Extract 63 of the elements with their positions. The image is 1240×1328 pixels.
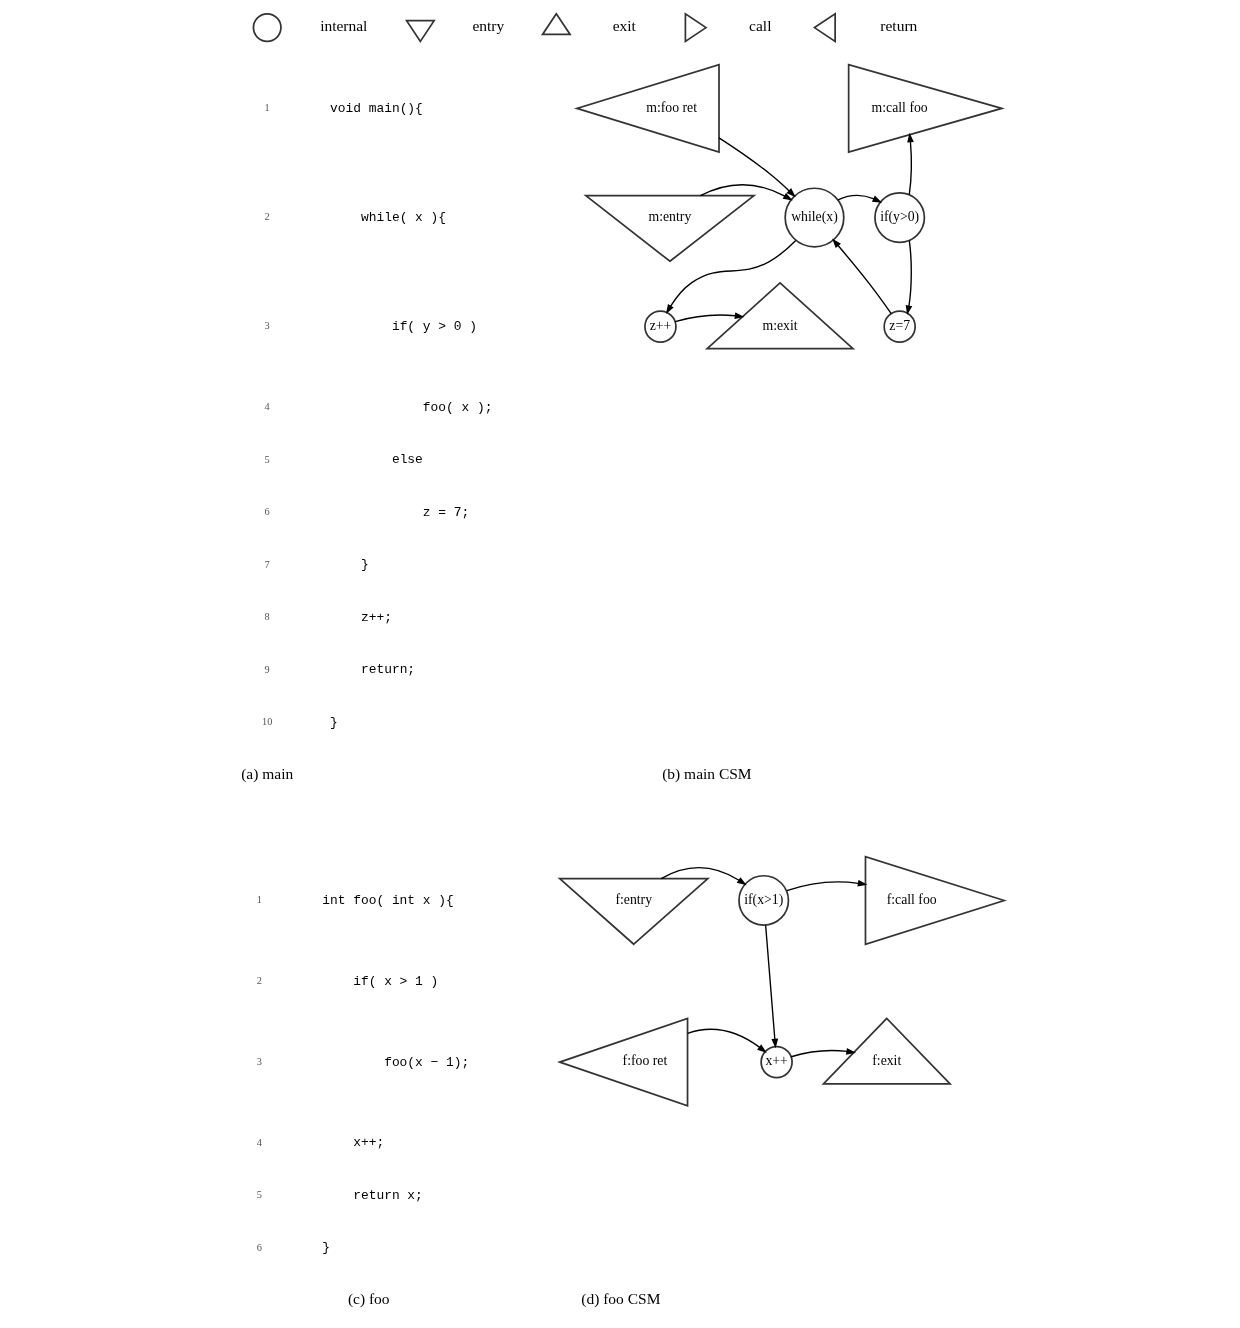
arrow: [686, 1028, 767, 1053]
label: foo(x − 1);: [384, 1054, 470, 1070]
label: (c) foo: [347, 1290, 390, 1308]
label: }: [330, 714, 338, 730]
label: 9: [264, 663, 270, 675]
label: x++;: [353, 1135, 385, 1151]
legend-label: entry: [472, 17, 505, 35]
label: 5: [264, 453, 270, 465]
node-triangle: [812, 12, 836, 43]
label: return;: [360, 662, 416, 678]
arrow: [786, 879, 868, 892]
label: if( y > 0 ): [391, 319, 477, 335]
arrow: [832, 238, 892, 315]
node-triangle: [540, 12, 572, 36]
label: 10: [262, 716, 273, 728]
label: }: [322, 1240, 331, 1256]
arrow: [907, 132, 914, 195]
node-circle: x++: [760, 1045, 793, 1079]
arrow: [660, 866, 747, 886]
node-triangle: [684, 12, 708, 43]
label: 5: [256, 1189, 263, 1201]
label: z = 7;: [422, 504, 470, 520]
node-triangle: [405, 19, 436, 43]
node-circle: z=7: [883, 310, 916, 344]
label: z++;: [360, 609, 392, 625]
arrow: [905, 239, 913, 316]
node-circle: z++: [644, 310, 677, 344]
label: 4: [256, 1136, 263, 1148]
label: int foo( int x ){: [322, 892, 454, 908]
arrow: [699, 184, 793, 201]
legend-label: internal: [320, 17, 368, 35]
arrow: [665, 239, 797, 315]
label: }: [360, 557, 369, 573]
label: (b) main CSM: [662, 764, 752, 782]
label: 6: [256, 1241, 263, 1253]
label: foo( x );: [422, 399, 493, 415]
legend-label: exit: [612, 17, 636, 35]
arrow: [837, 194, 883, 203]
label: (d) foo CSM: [581, 1290, 661, 1308]
label: 3: [256, 1055, 263, 1067]
arrow: [718, 137, 796, 198]
node-circle: if(y>0): [874, 191, 926, 244]
label: return x;: [353, 1187, 423, 1203]
label: 7: [264, 558, 270, 570]
label: if( x > 1 ): [353, 973, 439, 989]
label: 1: [264, 102, 270, 114]
legend-label: call: [749, 17, 772, 35]
label: else: [391, 452, 423, 468]
label: 6: [264, 506, 270, 518]
label: 4: [264, 401, 270, 413]
label: 1: [256, 894, 263, 906]
node-circle: [252, 12, 282, 43]
label: 3: [264, 320, 270, 332]
label: (a) main: [241, 764, 294, 782]
arrow: [764, 924, 779, 1049]
label: 2: [264, 211, 270, 223]
label: 8: [264, 611, 270, 623]
legend-label: return: [880, 17, 918, 35]
arrow: [674, 312, 745, 323]
arrow: [790, 1047, 856, 1058]
label: 2: [256, 974, 263, 986]
label: while( x ){: [360, 209, 447, 225]
label: void main(){: [330, 100, 423, 116]
